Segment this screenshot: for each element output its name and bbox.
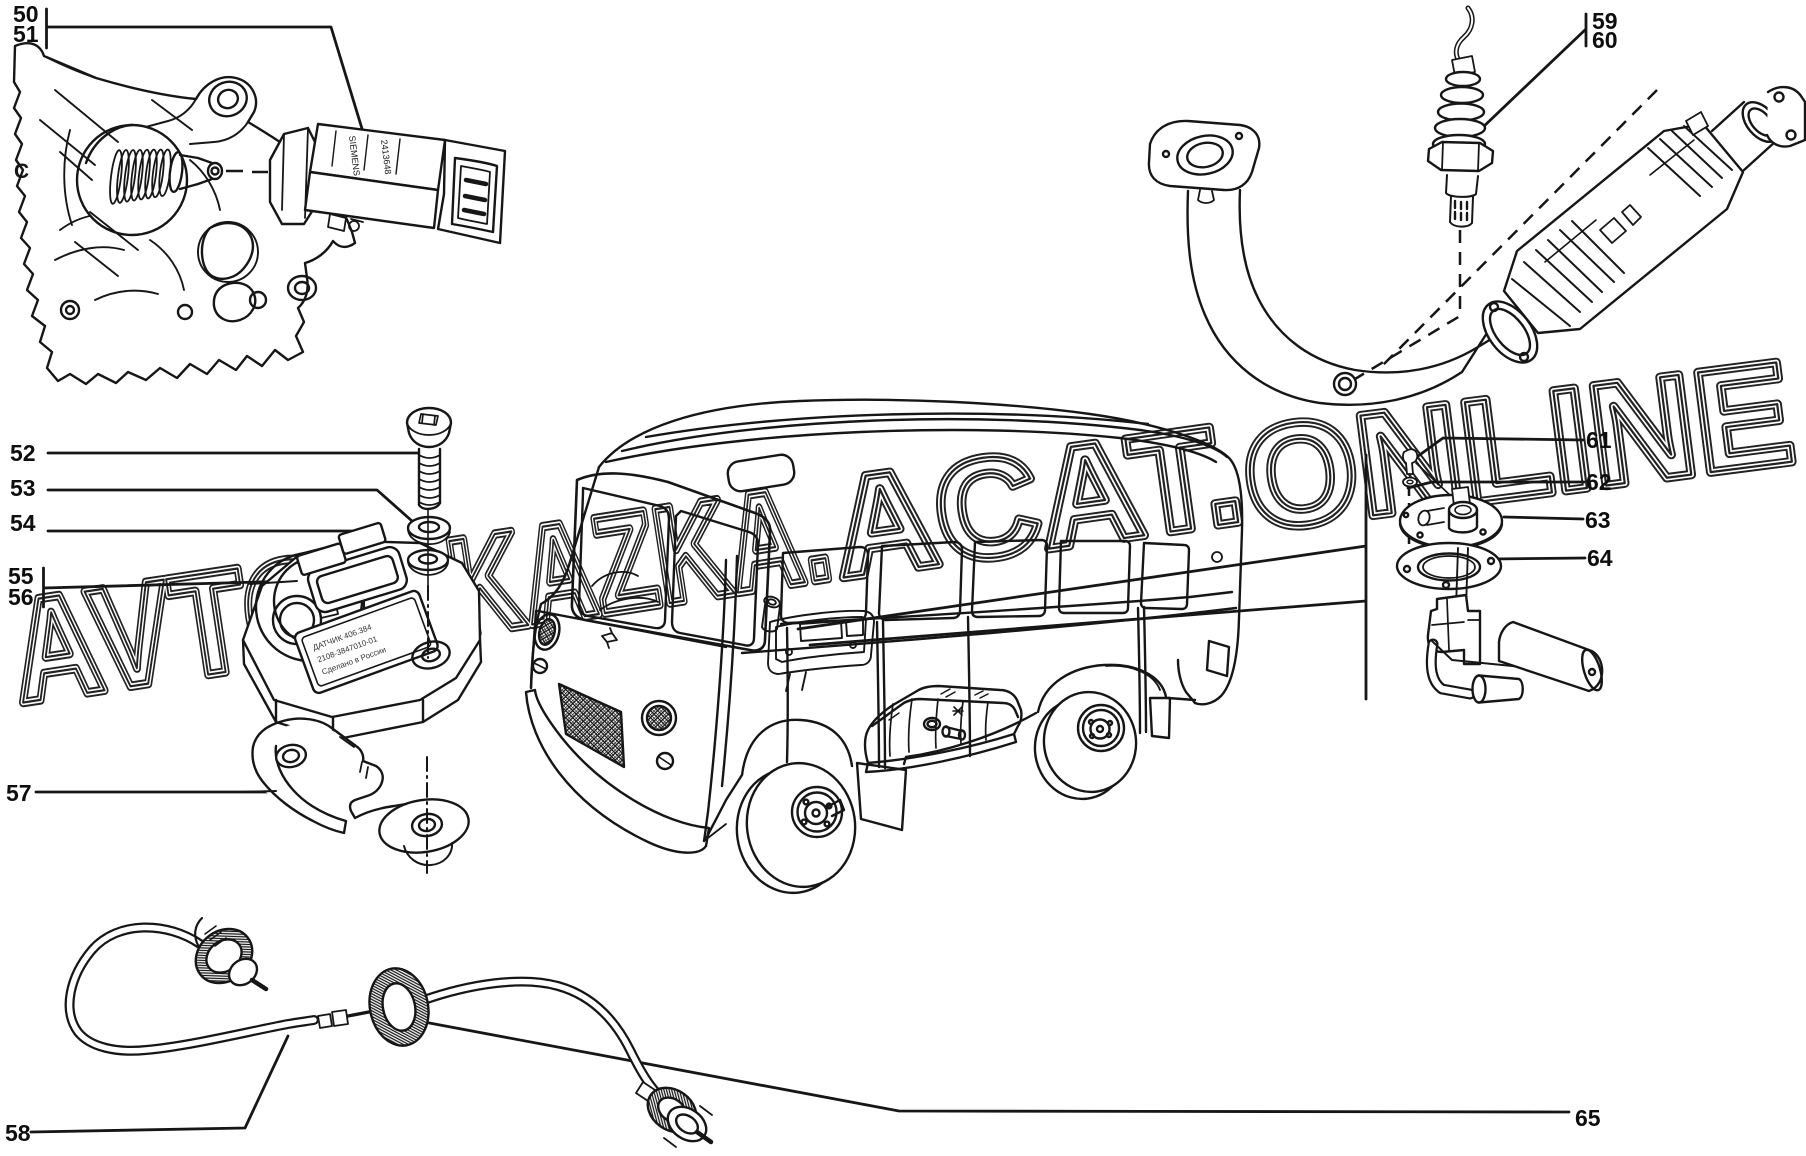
svg-text:52: 52 xyxy=(10,440,36,466)
svg-text:55: 55 xyxy=(8,563,34,589)
svg-text:56: 56 xyxy=(8,584,34,610)
svg-text:64: 64 xyxy=(1587,545,1613,571)
svg-text:63: 63 xyxy=(1585,507,1611,533)
svg-text:SIEMENS: SIEMENS xyxy=(347,135,362,176)
svg-text:57: 57 xyxy=(6,780,32,806)
svg-text:59: 59 xyxy=(1592,8,1618,34)
svg-text:50: 50 xyxy=(13,1,39,27)
svg-text:C: C xyxy=(14,160,29,183)
svg-text:60: 60 xyxy=(1592,27,1618,53)
svg-text:65: 65 xyxy=(1575,1105,1601,1131)
svg-text:58: 58 xyxy=(5,1120,31,1146)
svg-text:2413648: 2413648 xyxy=(379,139,393,175)
svg-text:54: 54 xyxy=(10,510,36,536)
svg-text:62: 62 xyxy=(1586,469,1612,495)
svg-text:61: 61 xyxy=(1586,427,1612,453)
svg-text:53: 53 xyxy=(10,475,36,501)
